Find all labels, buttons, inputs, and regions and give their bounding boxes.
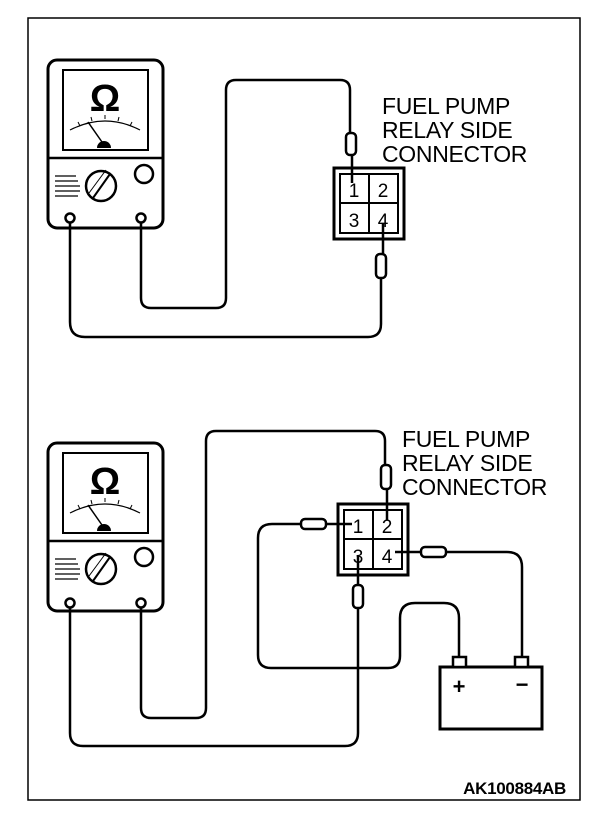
figure-border (27, 17, 581, 801)
pin-1: 1 (349, 181, 360, 202)
wire-meter-to-pin-4 (68, 222, 383, 339)
connector-label-top: FUEL PUMP RELAY SIDE CONNECTOR (382, 94, 527, 166)
test-jack-right (135, 212, 147, 224)
zero-adjust-knob (133, 546, 155, 568)
pin-2: 2 (382, 517, 393, 538)
battery-positive-sign: + (453, 674, 466, 699)
probe-pin-3 (351, 583, 365, 610)
connector-top: 1 2 3 4 (332, 166, 406, 241)
battery-positive-terminal (451, 655, 468, 669)
test-jack-left (64, 597, 76, 609)
probe-pin-1 (299, 517, 328, 531)
range-selector-knob (55, 552, 118, 586)
bottom-diagram: Ω (46, 429, 544, 748)
wire-meter-to-pin-2 (139, 429, 387, 720)
pin-2: 2 (378, 181, 389, 202)
wire-pin-4-to-battery-negative (446, 550, 524, 657)
meter-needle (87, 504, 103, 526)
connector-label-line: CONNECTOR (402, 474, 548, 500)
ohm-symbol: Ω (90, 78, 120, 120)
ohm-symbol: Ω (90, 461, 120, 503)
test-jack-left (64, 212, 76, 224)
connector-label-line: RELAY SIDE (382, 117, 513, 143)
wire-meter-to-pin-3 (68, 607, 360, 748)
top-diagram: Ω (46, 58, 406, 339)
multimeter-top: Ω (46, 58, 165, 230)
connector-label-line: CONNECTOR (382, 141, 528, 167)
probe-pin-4 (419, 545, 448, 559)
range-selector-knob (55, 169, 118, 203)
meter-scale-arc (69, 120, 141, 131)
probe-pin-1 (344, 131, 358, 157)
figure-code: AK100884AB (463, 779, 566, 798)
wire-meter-to-pin-1 (139, 78, 352, 310)
meter-needle (87, 121, 103, 143)
probe-pin-2 (379, 463, 393, 491)
pin-4: 4 (382, 547, 393, 568)
needle-pivot (97, 524, 111, 531)
battery-negative-terminal (513, 655, 530, 669)
pin-1: 1 (353, 517, 364, 538)
connector-label-line: FUEL PUMP (402, 426, 531, 452)
connector-label-line: FUEL PUMP (382, 93, 511, 119)
zero-adjust-knob (133, 163, 155, 185)
needle-pivot (97, 141, 111, 148)
meter-scale-arc (69, 503, 141, 514)
pin-4: 4 (378, 211, 389, 232)
probe-pin-4 (374, 252, 388, 280)
multimeter-bottom: Ω (46, 441, 165, 613)
connector-label-line: RELAY SIDE (402, 450, 533, 476)
pin-3: 3 (349, 211, 360, 232)
battery-negative-sign: − (516, 672, 529, 697)
connector-label-bottom: FUEL PUMP RELAY SIDE CONNECTOR (402, 427, 547, 499)
wire-pin-1-to-battery-positive (256, 522, 461, 670)
test-jack-right (135, 597, 147, 609)
connector-bottom: 1 2 3 4 (336, 502, 410, 577)
battery: + − (438, 655, 544, 731)
